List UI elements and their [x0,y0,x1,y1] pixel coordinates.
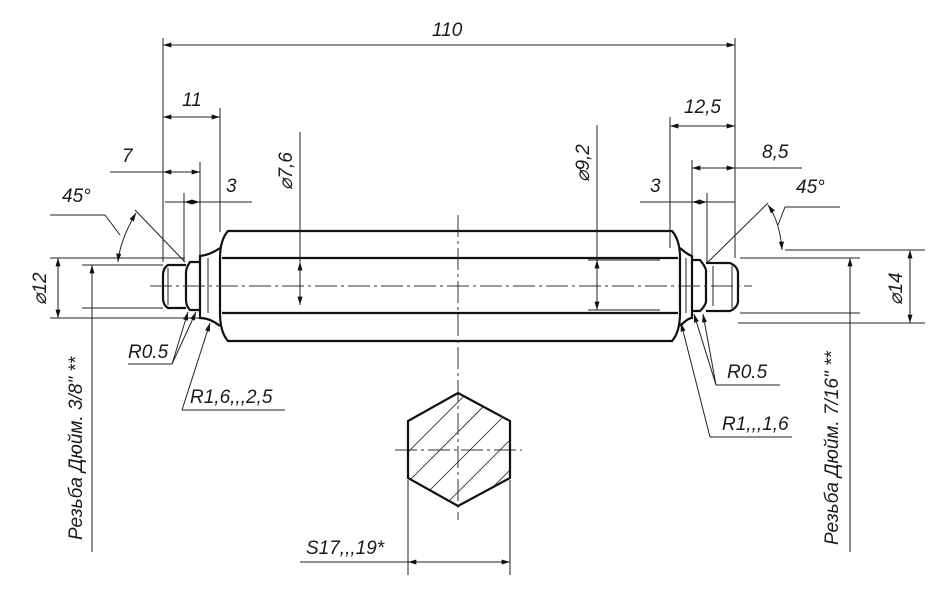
dimension-11: 11 [162,90,221,232]
radius-r0-5-right: R0.5 [693,313,780,386]
dim-8-5-label: 8,5 [762,142,789,163]
angle-45-right-label: 45° [796,177,825,198]
dimension-110: 110 [162,20,736,262]
dim-dia-9-2-label: ⌀9,2 [573,144,594,182]
dimension-hex-size: S17,,,19* [300,480,511,575]
angle-45-left: 45° [50,186,186,263]
dimension-3-right: 3 [640,176,735,262]
dim-3-right-label: 3 [650,176,661,197]
dim-11-label: 11 [182,90,202,111]
dimension-7: 7 [110,146,201,256]
radius-r0-5-left-label: R0.5 [128,342,169,363]
radius-r0-5-right-label: R0.5 [727,362,768,383]
dimension-dia-7-6: ⌀7,6 [276,132,303,305]
radius-r0-5-left: R0.5 [128,311,197,365]
radius-r1-6-2-5: R1,6,,,2,5 [181,322,285,411]
dim-dia-12-label: ⌀12 [30,272,51,305]
radius-r1-6-2-5-label: R1,6,,,2,5 [190,387,273,408]
dim-12-5-label: 12,5 [684,97,721,118]
dim-3-left-label: 3 [226,176,237,197]
dimension-12-5: 12,5 [669,97,736,248]
radius-r1-1-6: R1,,,1,6 [680,322,792,438]
right-thread-note: Резьба Дюйм. 7/16" ** [822,351,843,545]
dim-7-label: 7 [122,146,134,167]
dim-hex-size-label: S17,,,19* [306,538,385,559]
left-thread-note: Резьба Дюйм. 3/8" ** [66,356,87,540]
angle-45-right: 45° [707,177,925,263]
dimension-3-left: 3 [165,176,252,262]
dim-110-label: 110 [432,20,463,41]
dimension-8-5: 8,5 [691,142,802,256]
radius-r1-1-6-label: R1,,,1,6 [722,414,789,435]
angle-45-left-label: 45° [62,186,91,207]
dimension-dia-12: ⌀12 [30,257,200,552]
dim-dia-7-6-label: ⌀7,6 [276,152,297,190]
hex-cross-section [406,391,512,508]
dimension-dia-14: ⌀14 [738,250,925,552]
dim-dia-14-label: ⌀14 [886,272,907,305]
dimension-dia-9-2: ⌀9,2 [573,125,660,311]
